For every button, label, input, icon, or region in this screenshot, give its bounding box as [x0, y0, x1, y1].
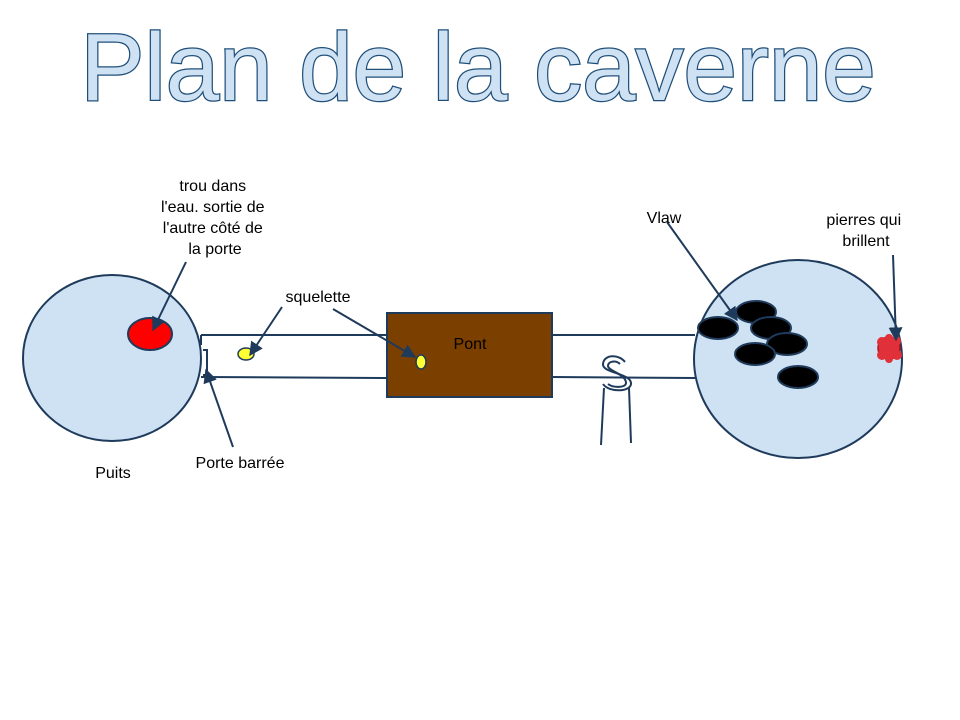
arrow-vlaw: [666, 221, 738, 322]
room-puits: [22, 274, 202, 442]
water-hole: [127, 317, 173, 351]
pointer-arrows: [152, 221, 903, 448]
arrow-pierres: [888, 254, 903, 342]
page-title: Plan de la caverne: [80, 14, 875, 121]
corridor-left: [200, 334, 389, 379]
corridor-right: [552, 334, 696, 379]
label-puits: Puits: [95, 465, 131, 482]
arrow-squelette-corridor: [249, 306, 283, 357]
arrow-porte: [203, 368, 234, 448]
label-pierres: pierres qui brillent: [826, 212, 905, 250]
glowing-stones: [877, 334, 902, 363]
skeleton-marker-bridge: [415, 354, 427, 370]
label-trou: trou dans l'eau. sortie de l'autre côté …: [161, 178, 269, 258]
arrow-squelette-bridge: [332, 308, 417, 358]
label-pont: Pont: [454, 336, 487, 353]
vlaw-group: [697, 300, 819, 389]
arrow-trou: [152, 261, 187, 332]
label-vlaw: Vlaw: [647, 210, 682, 227]
label-porte: Porte barrée: [196, 455, 285, 472]
label-squelette: squelette: [286, 289, 351, 306]
rope-sketch: [600, 355, 632, 446]
room-east: [693, 259, 903, 459]
